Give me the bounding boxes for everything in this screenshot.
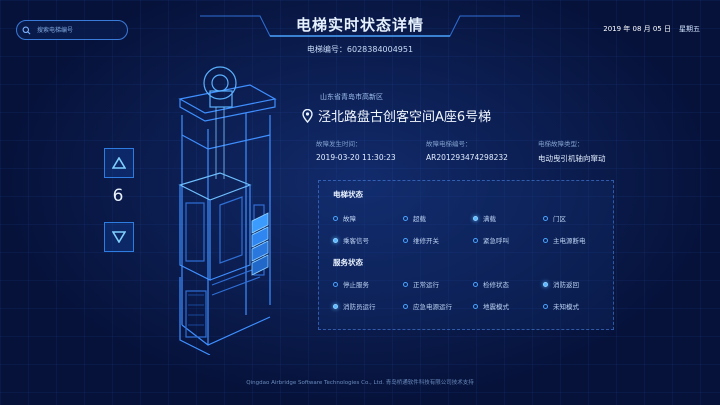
status-item-main-power-off: 主电源断电	[543, 235, 603, 245]
status-dot	[543, 237, 548, 243]
current-floor: 6	[112, 186, 124, 206]
fault-elevator-field: 故障电梯编号： AR201293474298232	[426, 138, 538, 164]
elevator-status-title: 电梯状态	[333, 190, 363, 199]
fault-elevator-value: AR201293474298232	[426, 153, 508, 162]
service-item-firefighter: 消防员运行	[333, 301, 403, 311]
triangle-down-icon	[112, 231, 126, 243]
location-title: 泾北路盘古创客空间A座6号梯	[302, 106, 491, 125]
status-dot	[473, 281, 478, 287]
fault-type-label: 电梯故障类型：	[538, 140, 584, 148]
status-dot-active	[543, 281, 548, 287]
status-dot	[403, 215, 408, 221]
service-item-emergency-power: 应急电源运行	[403, 301, 473, 311]
service-item-earthquake: 地震模式	[473, 301, 543, 311]
status-item-overload: 超载	[403, 213, 473, 223]
fault-fields: 故障发生时间： 2019-03-20 11:30:23 故障电梯编号： AR20…	[316, 138, 638, 164]
status-item-passenger-signal: 乘客信号	[333, 235, 403, 245]
fault-time-label: 故障发生时间：	[316, 140, 362, 148]
weekday-text: 星期五	[679, 25, 700, 33]
elevator-illustration	[178, 66, 277, 355]
status-dot	[403, 281, 408, 287]
service-item-unknown: 未知模式	[543, 301, 603, 311]
search-input[interactable]	[35, 25, 119, 35]
footer-credits: Qingdao Airbridge Software Technologies …	[246, 380, 474, 386]
search-box[interactable]	[16, 20, 128, 40]
status-item-emergency-call: 紧急呼叫	[473, 235, 543, 245]
service-item-normal: 正常运行	[403, 279, 473, 289]
status-dot	[333, 281, 338, 287]
service-status-title: 服务状态	[333, 258, 363, 267]
elevator-location-name: 泾北路盘古创客空间A座6号梯	[318, 110, 492, 125]
title-frame	[200, 15, 520, 37]
datetime: 2019 年 08 月 05 日 星期五	[603, 24, 700, 34]
status-dot	[473, 237, 478, 243]
status-panel: 电梯状态 故障 超载 满载 门区 乘客信号 维修开关 紧急呼叫 主电源断电 服务…	[318, 180, 614, 330]
status-dot-active	[333, 303, 338, 309]
status-item-full-load: 满载	[473, 213, 543, 223]
page-title: 电梯实时状态详情	[295, 16, 424, 34]
floor-up-button[interactable]	[104, 148, 134, 178]
elevator-number: 电梯编号：6028384004951	[306, 45, 414, 54]
status-dot	[403, 237, 408, 243]
status-dot-active	[473, 215, 478, 221]
status-item-door-zone: 门区	[543, 213, 603, 223]
fault-time-field: 故障发生时间： 2019-03-20 11:30:23	[316, 138, 426, 164]
status-item-repair-switch: 维修开关	[403, 235, 473, 245]
status-item-fault: 故障	[333, 213, 403, 223]
fault-time-value: 2019-03-20 11:30:23	[316, 153, 396, 162]
search-icon[interactable]	[17, 21, 35, 39]
status-dot	[333, 215, 338, 221]
fault-type-value: 电动曳引机轴向窜动	[538, 154, 606, 163]
service-status-grid: 停止服务 正常运行 检修状态 消防返回 消防员运行 应急电源运行 地震模式 未知…	[333, 279, 603, 311]
status-dot-active	[333, 237, 338, 243]
location-city: 山东省青岛市高新区	[320, 93, 383, 101]
service-item-inspection: 检修状态	[473, 279, 543, 289]
service-item-fire-return: 消防返回	[543, 279, 603, 289]
status-dot	[473, 303, 478, 309]
date-text: 2019 年 08 月 05 日	[603, 25, 671, 33]
status-dot	[543, 215, 548, 221]
floor-down-button[interactable]	[104, 222, 134, 252]
elevator-status-grid: 故障 超载 满载 门区 乘客信号 维修开关 紧急呼叫 主电源断电	[333, 213, 603, 245]
triangle-up-icon	[112, 157, 126, 169]
status-dot	[403, 303, 408, 309]
service-item-stop: 停止服务	[333, 279, 403, 289]
fault-type-field: 电梯故障类型： 电动曳引机轴向窜动	[538, 138, 638, 164]
status-dot	[543, 303, 548, 309]
fault-elevator-label: 故障电梯编号：	[426, 140, 472, 148]
location-pin-icon	[302, 108, 313, 123]
